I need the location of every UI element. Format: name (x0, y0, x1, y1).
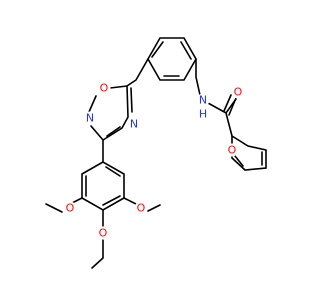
bond-aryl-amide-n (195, 58, 201, 96)
benzene-ring-top (147, 37, 197, 81)
furan-double-bonds (234, 151, 263, 167)
atom-bg-h_amide (196, 107, 210, 121)
atom-label-nh_amide: N (199, 94, 207, 107)
bond-lines (45, 37, 267, 269)
atom-label-o_furan: O (228, 144, 237, 157)
bond-methoxy-right (123, 197, 161, 212)
bond-carbonyl-furan (225, 112, 233, 137)
bond-amide-n-carbonyl-c (207, 98, 237, 115)
atom-label-n_oxadiazole_2: N (86, 112, 94, 125)
benzene-ring-bottom (81, 161, 125, 211)
atom-label-o_carbonyl: O (234, 86, 243, 99)
atom-bg-o_methoxy_bottom (96, 226, 110, 240)
atom-bg-o_carbonyl (231, 85, 245, 99)
furan-ring (231, 134, 267, 171)
bond-methoxy-bottom (91, 209, 104, 269)
atom-label-h_amide: H (199, 108, 207, 121)
atom-bg-o_methoxy_right (134, 201, 148, 215)
atom-bg-nh_amide (196, 93, 210, 107)
atom-bg-n_oxadiazole_2 (83, 111, 97, 125)
atom-label-n_oxadiazole_4: N (130, 118, 138, 131)
atom-bg-o_furan (225, 143, 239, 157)
oxadiazole-ring (88, 85, 129, 142)
atom-label-o_oxadiazole: O (100, 82, 109, 95)
atom-bg-n_oxadiazole_4 (127, 117, 141, 131)
benzene-ring-top-double-bonds (151, 41, 192, 77)
atom-label-o_methoxy_bottom: O (99, 227, 108, 240)
atom-bg-o_oxadiazole (97, 81, 111, 95)
atom-label-o_methoxy_right: O (137, 202, 146, 215)
atom-label-o_methoxy_left: O (66, 202, 75, 215)
atom-bg-o_methoxy_left (63, 201, 77, 215)
bond-carbonyl-double (223, 94, 237, 116)
bond-aryl-oxadiazole (126, 58, 149, 87)
benzene-ring-bottom-double-bonds (85, 166, 121, 206)
oxadiazole-double-bonds (106, 87, 133, 137)
